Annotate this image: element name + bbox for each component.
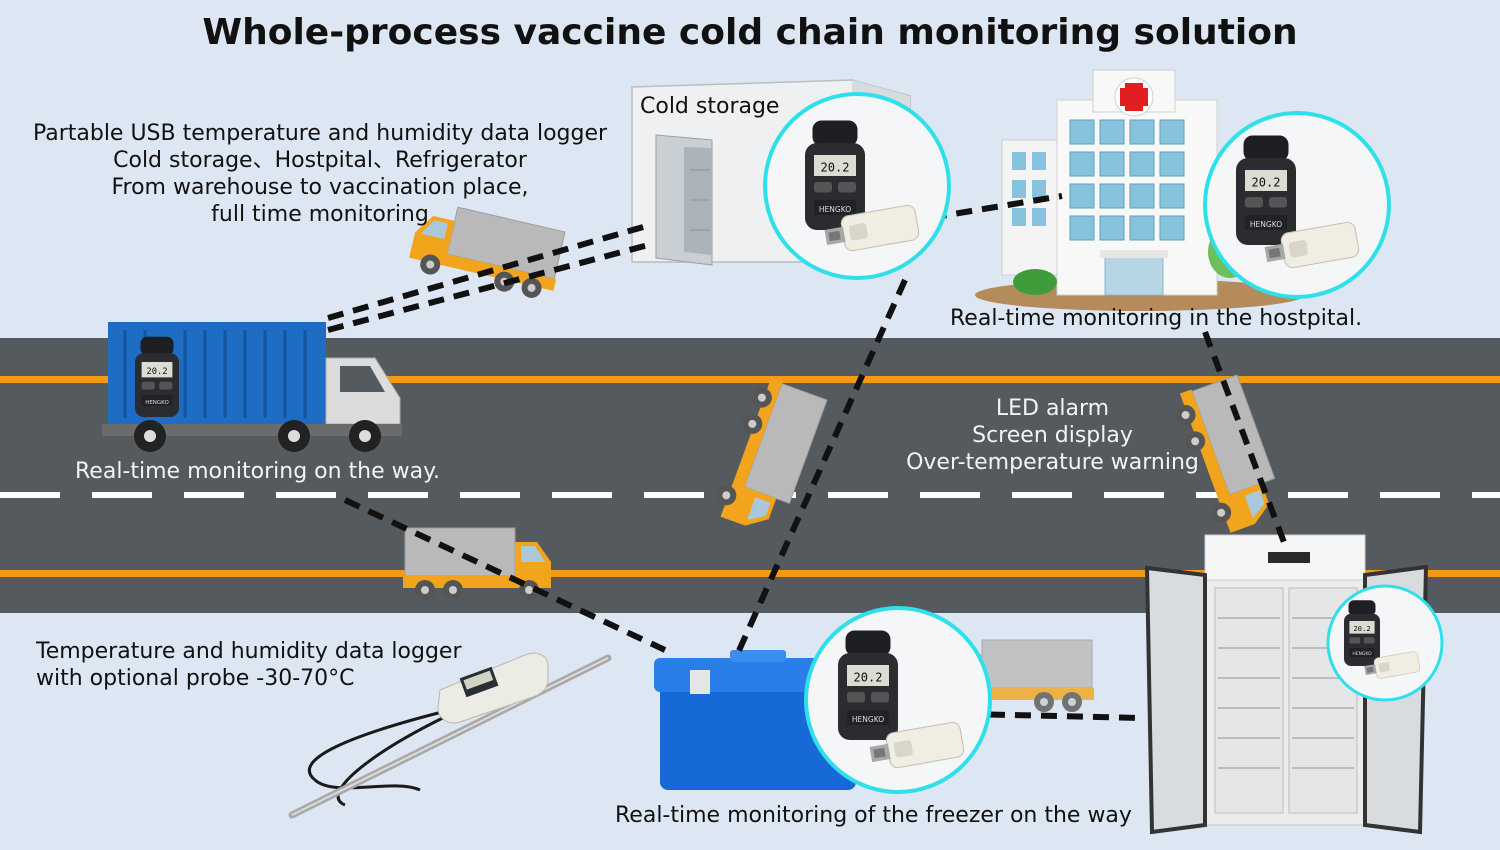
logger-highlight-refrigerator: [1326, 584, 1444, 702]
page-title: Whole-process vaccine cold chain monitor…: [202, 12, 1298, 53]
feature-item: Over-temperature warning: [906, 450, 1199, 475]
logger-highlight-hospital: [1203, 111, 1391, 299]
on-the-way-label: Real-time monitoring on the way.: [75, 459, 440, 484]
usb-logger-line: From warehouse to vaccination place,: [111, 175, 529, 200]
feature-item: LED alarm: [995, 396, 1110, 421]
feature-item: Screen display: [972, 423, 1133, 448]
usb-logger-description: Partable USB temperature and humidity da…: [10, 120, 630, 228]
features-list: LED alarm Screen display Over-temperatur…: [880, 395, 1225, 476]
probe-logger-line: Temperature and humidity data logger: [36, 639, 462, 664]
usb-logger-line: Cold storage、Hostpital、Refrigerator: [113, 148, 527, 173]
connection-lines: [327, 193, 1288, 721]
logger-highlight-cold-storage: [763, 92, 951, 280]
usb-logger-line: full time monitoring: [211, 202, 429, 227]
probe-logger-description: Temperature and humidity data logger wit…: [36, 638, 462, 692]
usb-logger-line: Partable USB temperature and humidity da…: [32, 121, 608, 146]
logger-on-truck: [135, 336, 179, 417]
cold-storage-label: Cold storage: [640, 94, 780, 119]
probe-data-logger: [288, 652, 612, 819]
probe-logger-line: with optional probe -30-70°C: [36, 666, 355, 691]
freezer-monitoring-label: Real-time monitoring of the freezer on t…: [615, 803, 1132, 828]
logger-highlight-cooler: [804, 606, 992, 794]
hospital-monitoring-label: Real-time monitoring in the hostpital.: [950, 306, 1363, 331]
